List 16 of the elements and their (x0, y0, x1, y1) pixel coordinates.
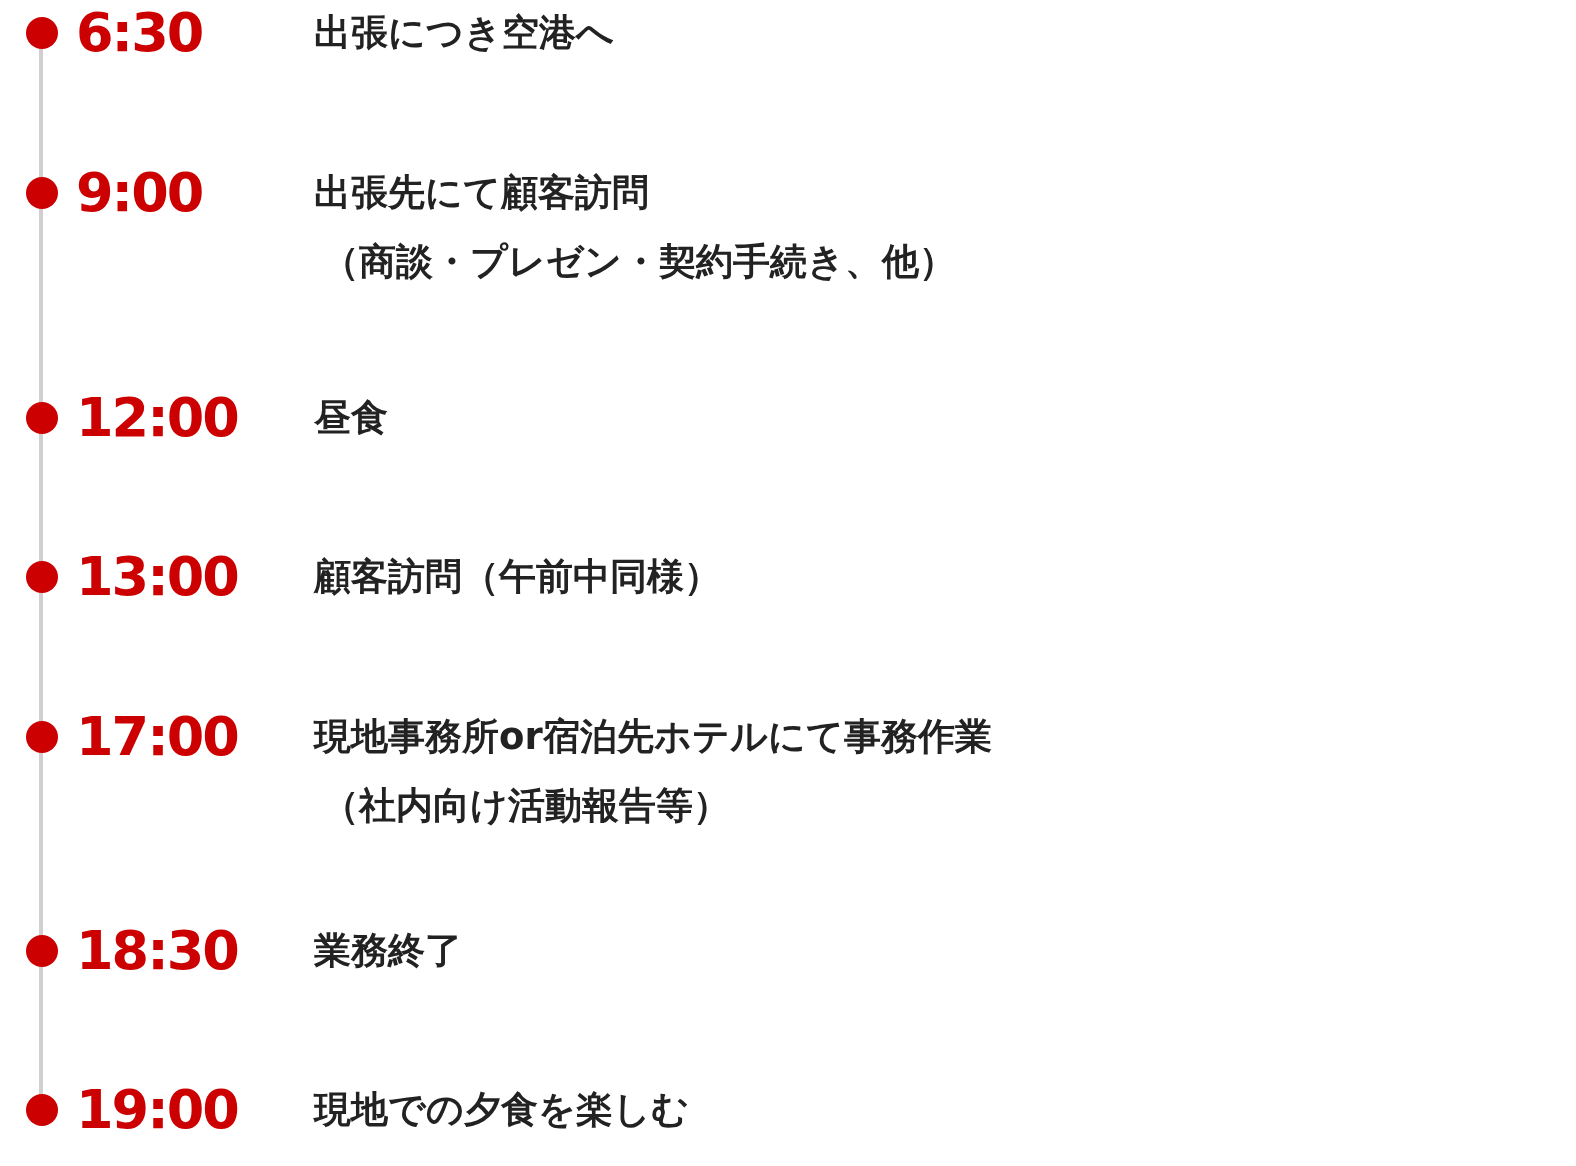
activity-text: 顧客訪問（午前中同様） (314, 558, 721, 595)
activity-text: 昼食 (314, 399, 388, 436)
activity-text: 出張先にて顧客訪問 (314, 174, 649, 211)
activity-text: 業務終了 (314, 932, 462, 969)
time-label: 12:00 (76, 391, 238, 445)
activity-text: 現地での夕食を楽しむ (314, 1091, 689, 1128)
activity-text: 出張につき空港へ (314, 14, 614, 51)
time-label: 18:30 (76, 924, 238, 978)
time-label: 9:00 (76, 166, 203, 220)
activity-text: （商談・プレゼン・契約手続き、他） (322, 243, 956, 280)
activity-text: （社内向け活動報告等） (322, 787, 730, 824)
time-label: 17:00 (76, 710, 238, 764)
time-label: 13:00 (76, 550, 238, 604)
time-label: 6:30 (76, 6, 203, 60)
activity-text: 現地事務所or宿泊先ホテルにて事務作業 (314, 718, 992, 755)
time-label: 19:00 (76, 1083, 238, 1137)
